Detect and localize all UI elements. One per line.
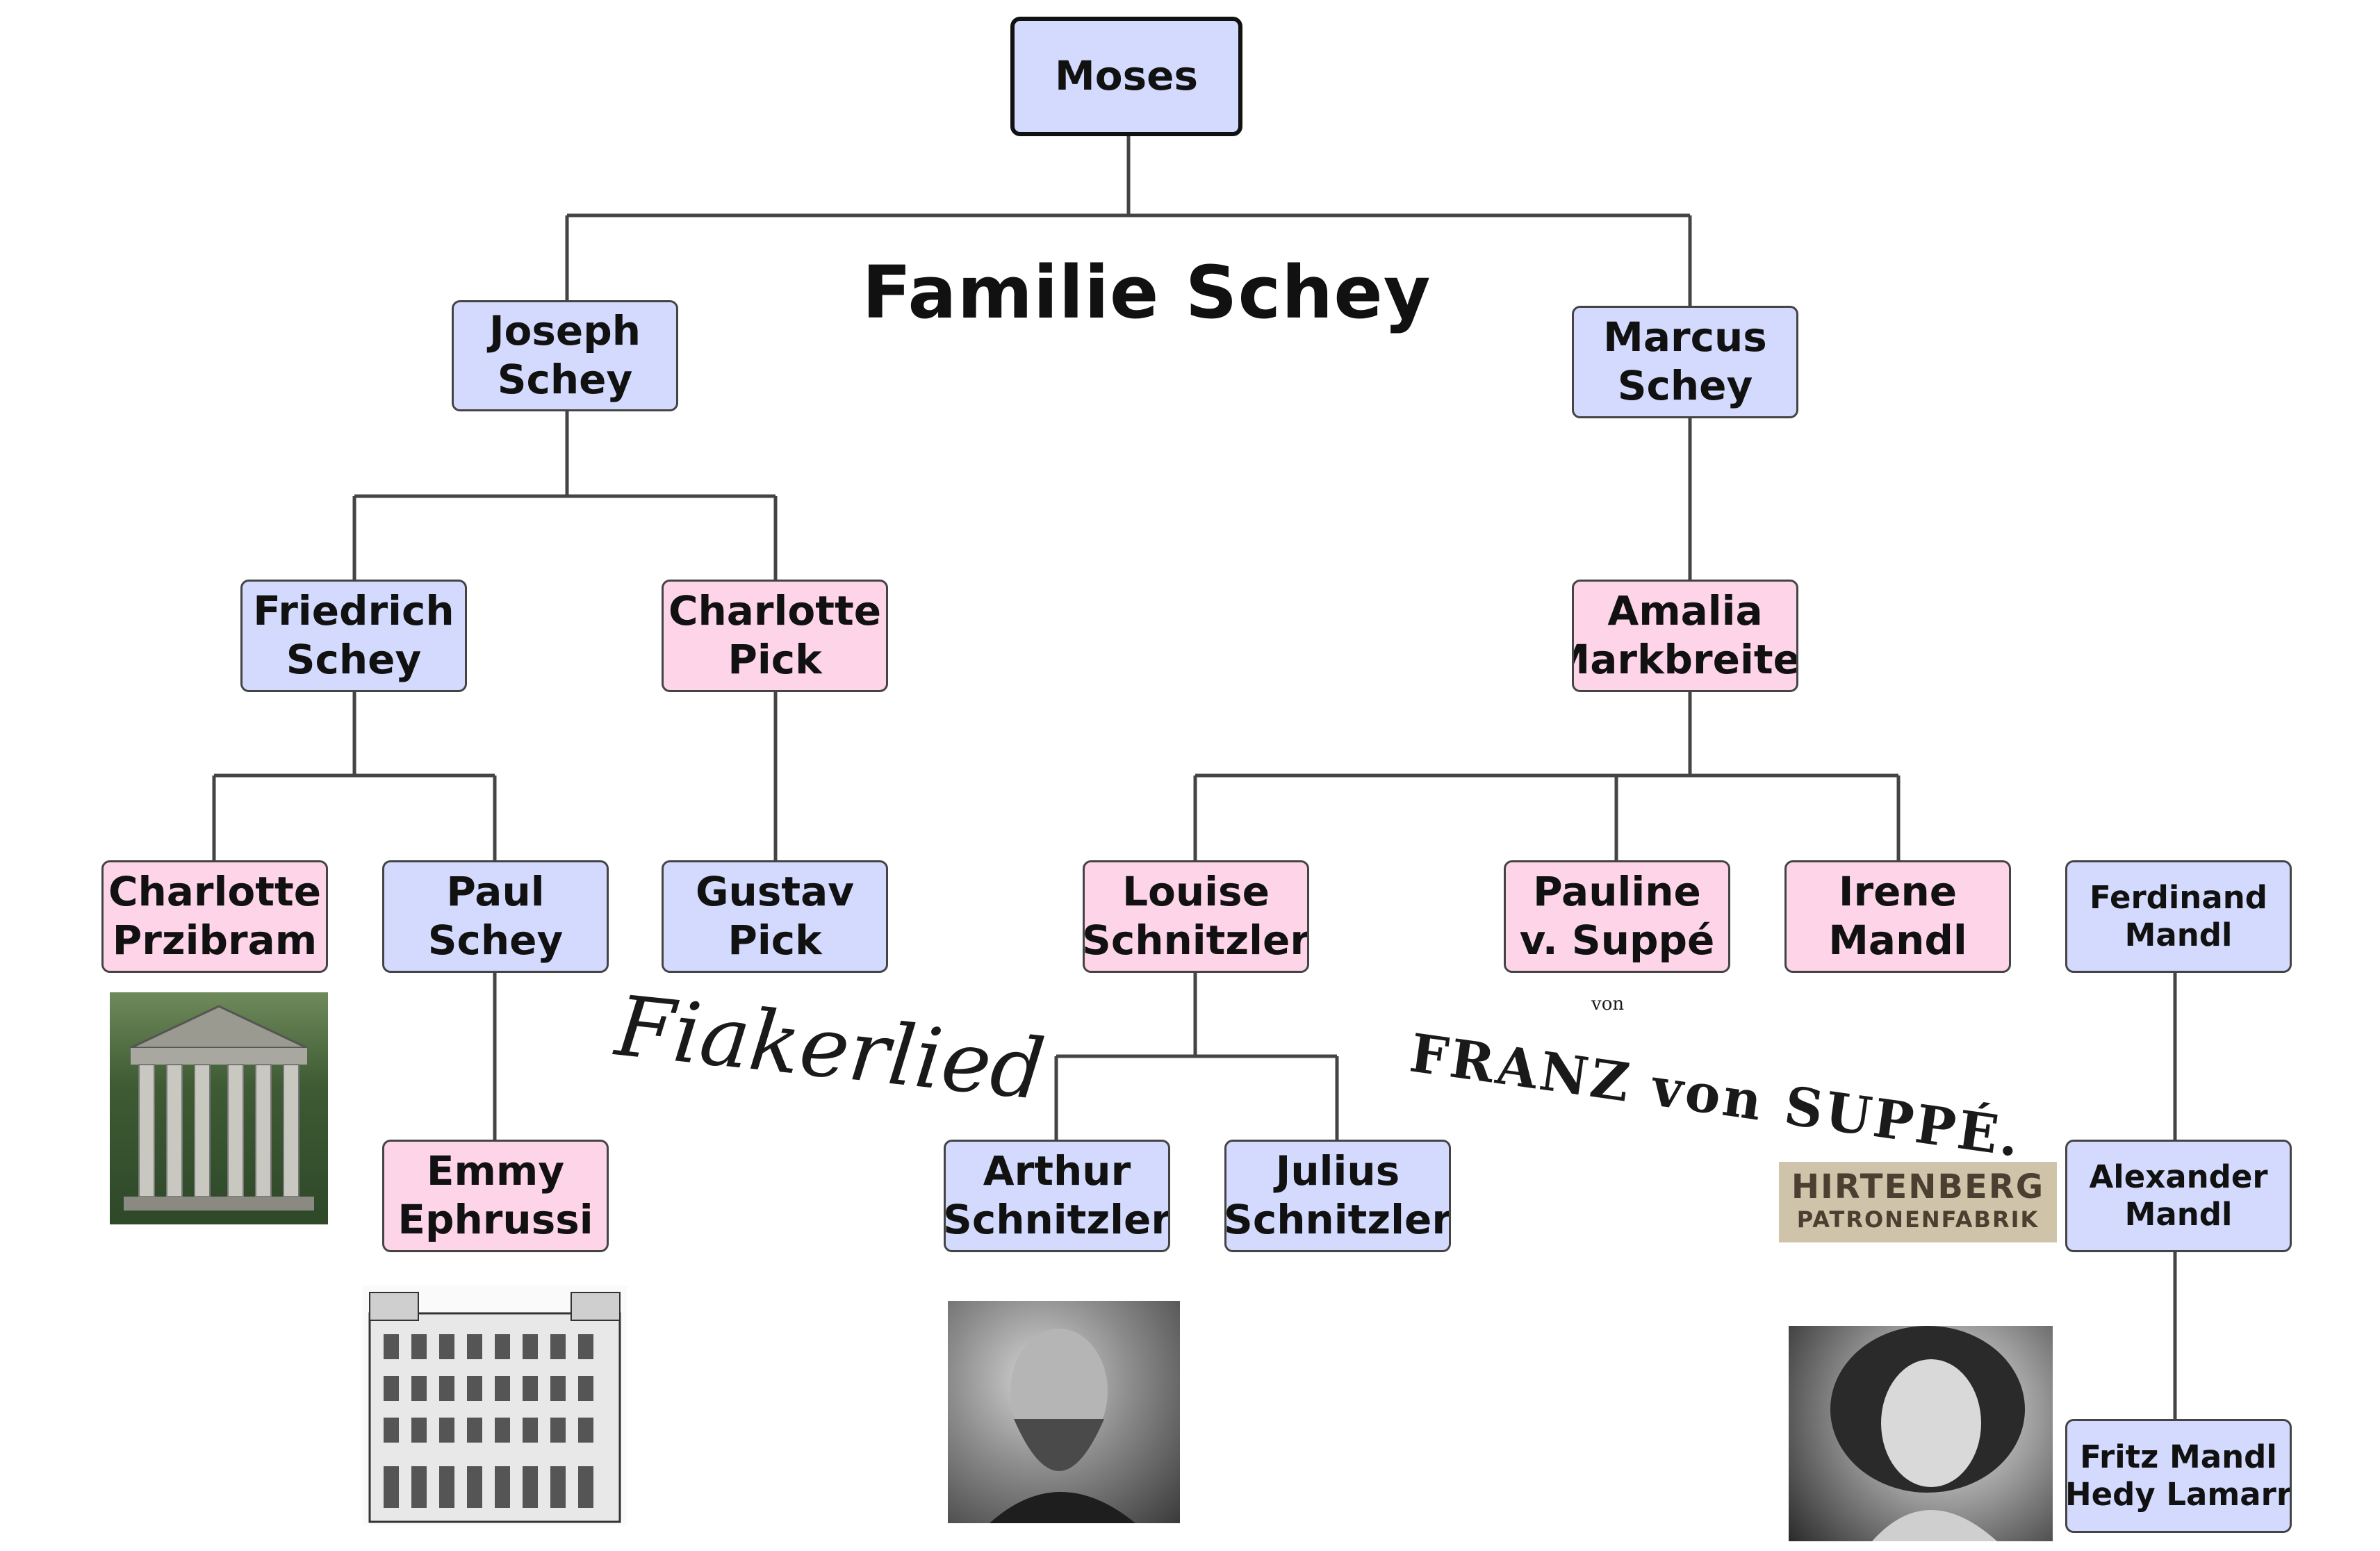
node-charlotte-pick[interactable]: Charlotte Pick [662, 580, 888, 692]
node-label: Schnitzler [1083, 917, 1309, 964]
node-moses[interactable]: Moses [1010, 17, 1242, 136]
node-label: Schey [427, 917, 564, 964]
node-ferdinand-mandl[interactable]: Ferdinand Mandl [2065, 860, 2292, 973]
node-amalia-markbreiter[interactable]: Amalia Markbreiter [1572, 580, 1798, 692]
diagram-title: Familie Schey [862, 250, 1431, 335]
hirtenberg-bottom-text: PATRONENFABRIK [1796, 1206, 2040, 1233]
node-irene-mandl[interactable]: Irene Mandl [1784, 860, 2011, 973]
node-label: Pick [728, 636, 822, 683]
hirtenberg-logo: HIRTENBERG PATRONENFABRIK [1779, 1162, 2057, 1242]
node-label: Ferdinand [2090, 879, 2267, 916]
node-emmy-ephrussi[interactable]: Emmy Ephrussi [382, 1140, 609, 1252]
mausoleum-image [110, 992, 328, 1224]
node-label: Przibram [112, 917, 318, 964]
node-gustav-pick[interactable]: Gustav Pick [662, 860, 888, 973]
node-label: Irene [1838, 868, 1958, 916]
node-label: Arthur [983, 1147, 1131, 1195]
node-paul-schey[interactable]: Paul Schey [382, 860, 609, 973]
node-label: Schey [286, 636, 422, 683]
node-label: Schey [1617, 362, 1753, 409]
fiakerlied-logo: Fiakerlied [611, 978, 1049, 1119]
node-label: Schnitzler [1224, 1196, 1451, 1243]
node-pauline-suppe[interactable]: Pauline v. Suppé [1504, 860, 1730, 973]
node-marcus-schey[interactable]: Marcus Schey [1572, 306, 1798, 418]
node-label: Paul [446, 868, 545, 916]
node-label: Schnitzler [944, 1196, 1170, 1243]
node-label: v. Suppé [1519, 917, 1715, 964]
node-label: Ephrussi [397, 1196, 593, 1243]
node-label: Fritz Mandl [2080, 1438, 2277, 1475]
node-alexander-mandl[interactable]: Alexander Mandl [2065, 1140, 2292, 1252]
node-label: Gustav [695, 868, 855, 916]
arthur-schnitzler-portrait [948, 1301, 1180, 1523]
hirtenberg-top-text: HIRTENBERG [1791, 1167, 2045, 1206]
node-label: Mandl [2124, 917, 2233, 953]
node-label: Hedy Lamarr [2065, 1476, 2292, 1513]
node-label: Julius [1275, 1147, 1400, 1195]
node-label: Joseph [489, 307, 641, 355]
node-label: Amalia [1607, 587, 1763, 635]
node-label: Mandl [1828, 917, 1967, 964]
palace-building-image [363, 1286, 627, 1525]
node-label: Emmy [426, 1147, 565, 1195]
node-label: Pauline [1533, 868, 1701, 916]
node-louise-schnitzler[interactable]: Louise Schnitzler [1083, 860, 1309, 973]
node-joseph-schey[interactable]: Joseph Schey [452, 300, 678, 411]
node-label: Moses [1055, 52, 1198, 100]
node-label: Charlotte [108, 868, 322, 916]
node-friedrich-schey[interactable]: Friedrich Schey [240, 580, 467, 692]
node-label: Friedrich [253, 587, 454, 635]
node-charlotte-przibram[interactable]: Charlotte Przibram [101, 860, 328, 973]
hedy-lamarr-portrait [1789, 1326, 2053, 1541]
node-label: Schey [497, 356, 633, 403]
node-arthur-schnitzler[interactable]: Arthur Schnitzler [944, 1140, 1170, 1252]
node-label: Mandl [2124, 1196, 2233, 1233]
node-label: Pick [728, 917, 822, 964]
node-label: Alexander [2089, 1158, 2268, 1195]
node-label: Markbreiter [1574, 636, 1798, 683]
franz-von-suppe-logo: von FRANZ von SUPPÉ. [1406, 994, 2026, 1169]
node-label: Marcus [1603, 313, 1767, 361]
node-fritz-mandl-hedy-lamarr[interactable]: Fritz Mandl Hedy Lamarr [2065, 1419, 2292, 1533]
suppe-small-text: von [1591, 994, 1625, 1015]
node-label: Charlotte [668, 587, 882, 635]
node-label: Louise [1122, 868, 1270, 916]
node-julius-schnitzler[interactable]: Julius Schnitzler [1224, 1140, 1451, 1252]
